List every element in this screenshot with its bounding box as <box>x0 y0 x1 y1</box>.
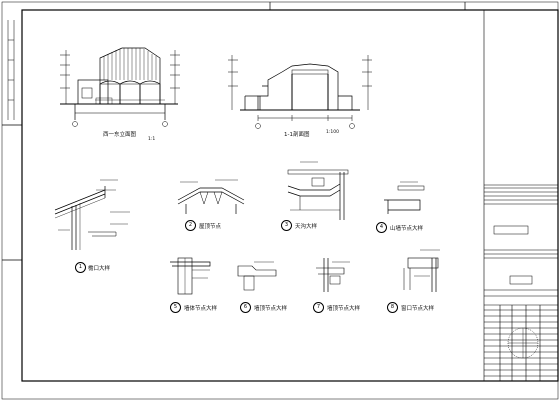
detail-6-caption: 墙顶节点大样 <box>254 306 288 312</box>
detail-3-caption: 天沟大样 <box>295 224 318 230</box>
detail-2-number: 2 <box>185 220 196 231</box>
detail-4-caption: 山墙节点大样 <box>390 226 424 232</box>
binding-strip <box>7 20 15 120</box>
detail-2-drawing <box>177 179 245 214</box>
detail-7-caption: 墙顶节点大样 <box>327 306 361 312</box>
detail-8-drawing <box>403 249 440 292</box>
detail-5-caption: 墙体节点大样 <box>184 306 218 312</box>
detail-2-caption: 屋顶节点 <box>199 224 222 230</box>
detail-3-drawing <box>287 161 349 220</box>
section-caption: 1-1剖面图 <box>284 132 310 138</box>
detail-1-drawing <box>54 179 130 250</box>
detail-4-drawing <box>384 181 425 214</box>
title-block <box>483 10 558 381</box>
detail-1-caption: 檐口大样 <box>88 266 111 272</box>
detail-3-number: 3 <box>281 220 292 231</box>
detail-6-drawing <box>237 261 277 291</box>
elevation-caption: 西一东立面图 <box>103 132 137 138</box>
detail-5-number: 5 <box>170 302 181 313</box>
detail-8-caption: 窗口节点大样 <box>401 306 435 312</box>
section-view <box>228 55 372 129</box>
west-elevation-view <box>60 47 180 127</box>
detail-7-drawing <box>316 258 350 292</box>
detail-4-number: 4 <box>376 222 387 233</box>
detail-5-drawing <box>170 257 211 295</box>
section-scale: 1:100 <box>326 130 339 135</box>
detail-7-number: 7 <box>313 302 324 313</box>
detail-8-number: 8 <box>387 302 398 313</box>
detail-1-number: 1 <box>75 262 86 273</box>
detail-6-number: 6 <box>240 302 251 313</box>
elevation-scale: 1:1 <box>148 137 156 142</box>
